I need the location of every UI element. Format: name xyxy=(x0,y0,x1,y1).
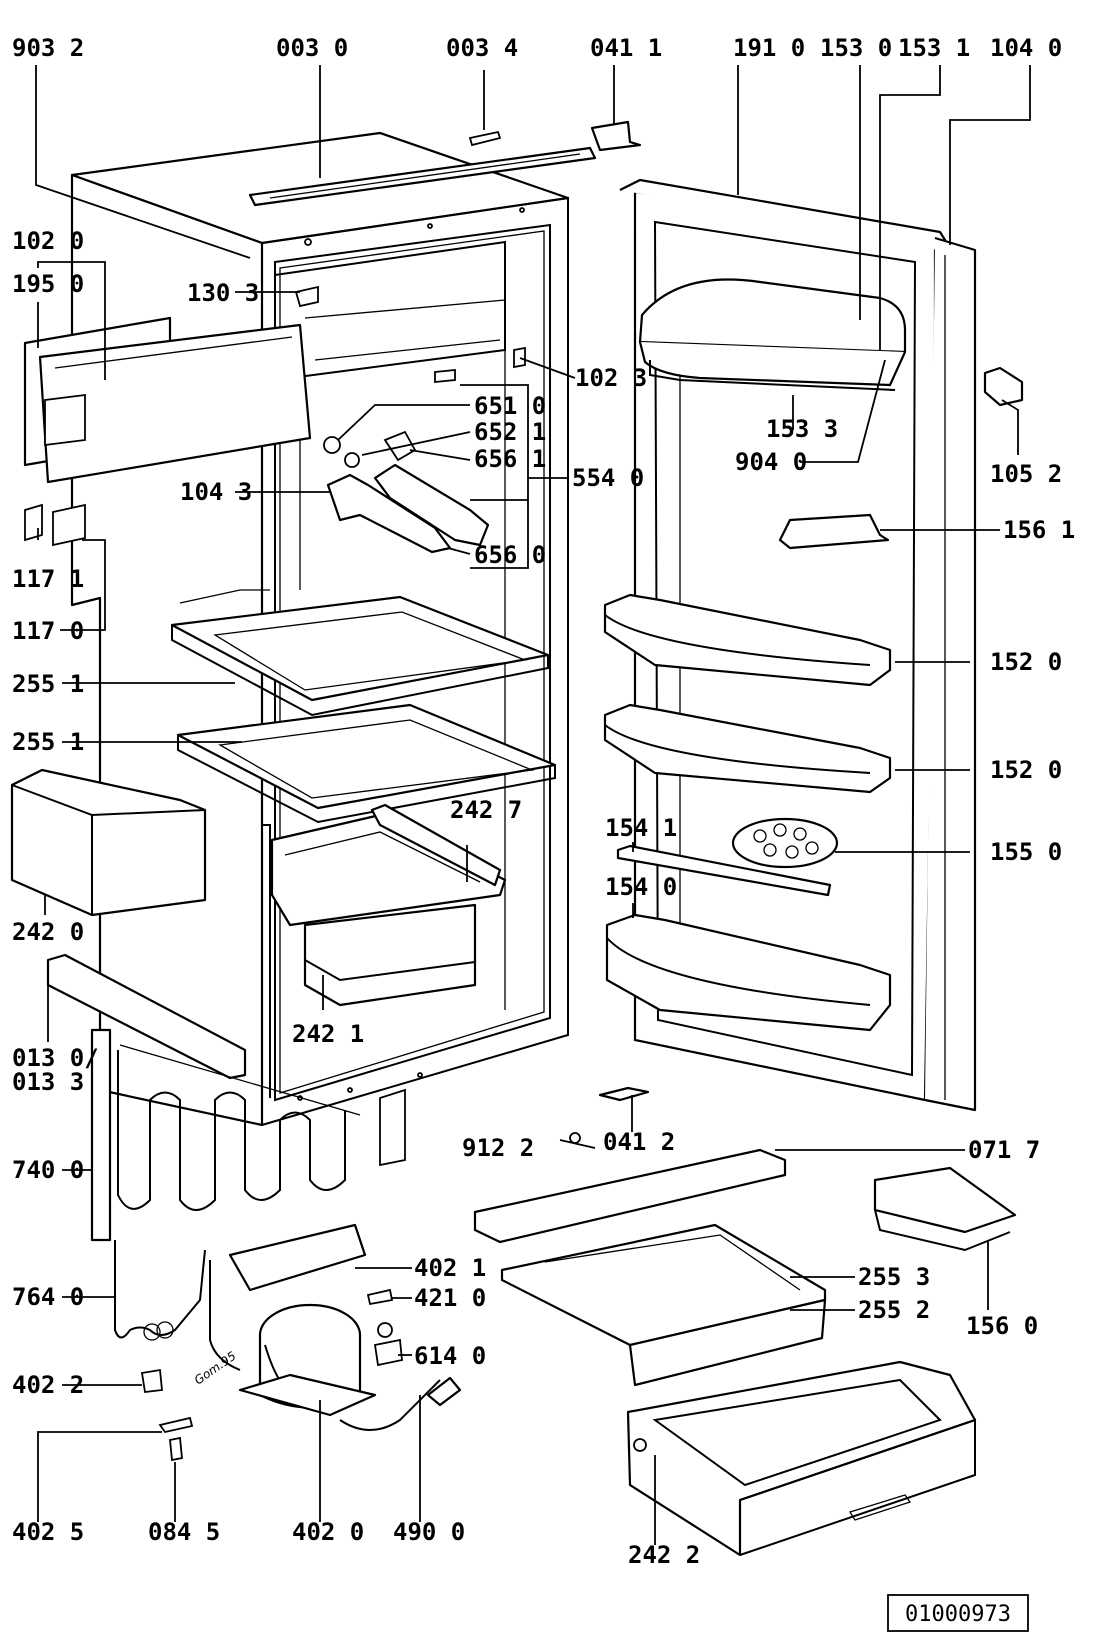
label-651-0: 651 0 xyxy=(474,392,546,420)
clip-foot xyxy=(158,1416,194,1434)
screw xyxy=(569,1132,581,1144)
label-104-3: 104 3 xyxy=(180,478,252,506)
butter-box xyxy=(778,513,890,550)
door-flap xyxy=(638,278,907,391)
drawing-number-box: 01000973 xyxy=(887,1594,1029,1632)
label-255-1-upper: 255 1 xyxy=(12,670,84,698)
foot xyxy=(140,1368,163,1393)
label-903-2: 903 2 xyxy=(12,34,84,62)
label-242-7: 242 7 xyxy=(450,796,522,824)
label-242-0: 242 0 xyxy=(12,918,84,946)
label-656-0: 656 0 xyxy=(474,541,546,569)
crisper-box xyxy=(10,768,207,917)
label-105-2: 105 2 xyxy=(990,460,1062,488)
label-490-0: 490 0 xyxy=(393,1518,465,1546)
label-554-0: 554 0 xyxy=(572,464,644,492)
label-614-0: 614 0 xyxy=(414,1342,486,1370)
label-154-0: 154 0 xyxy=(605,873,677,901)
crisper-cover xyxy=(270,803,507,927)
label-003-4: 003 4 xyxy=(446,34,518,62)
bottle-bar xyxy=(616,844,832,897)
drawing-number: 01000973 xyxy=(905,1602,1011,1627)
label-084-5: 084 5 xyxy=(148,1518,220,1546)
leader-lines xyxy=(35,65,1031,1545)
lower-hinge xyxy=(983,366,1024,407)
label-156-1: 156 1 xyxy=(1003,516,1075,544)
freezer-door xyxy=(23,316,312,484)
crisper-frame xyxy=(473,1148,827,1387)
ice-tray xyxy=(873,1166,1017,1252)
grommet xyxy=(377,1322,393,1338)
label-191-0: 191 0 xyxy=(733,34,805,62)
label-154-1: 154 1 xyxy=(605,814,677,842)
label-402-1: 402 1 xyxy=(414,1254,486,1282)
power-cord xyxy=(339,1379,441,1431)
relay-small xyxy=(366,1288,394,1306)
label-104-0: 104 0 xyxy=(990,34,1062,62)
starter-relay xyxy=(373,1338,403,1367)
label-242-1: 242 1 xyxy=(292,1020,364,1048)
label-153-0: 153 0 xyxy=(820,34,892,62)
label-255-2: 255 2 xyxy=(858,1296,930,1324)
clip xyxy=(468,130,502,147)
bottom-crisper xyxy=(626,1360,977,1557)
thermostat-parts xyxy=(323,430,490,554)
thermostat-capillary xyxy=(114,1240,206,1339)
door-bin-lower xyxy=(605,913,892,1032)
label-153-3: 153 3 xyxy=(766,415,838,443)
label-041-2: 041 2 xyxy=(603,1128,675,1156)
label-195-0: 195 0 xyxy=(12,270,84,298)
screw-foot xyxy=(169,1436,183,1462)
hinge-cover xyxy=(52,503,86,547)
lower-hinge-plate xyxy=(598,1086,650,1102)
label-255-1-lower: 255 1 xyxy=(12,728,84,756)
part-labels: 903 2 003 0 003 4 041 1 191 0 153 0 153 … xyxy=(12,34,1075,1569)
label-155-0: 155 0 xyxy=(990,838,1062,866)
door-bin-upper xyxy=(603,593,892,687)
label-764-0: 764 0 xyxy=(12,1283,84,1311)
glass-shelf-lower xyxy=(176,703,557,824)
label-117-0: 117 0 xyxy=(12,617,84,645)
egg-tray xyxy=(731,817,839,869)
compressor xyxy=(209,1223,377,1417)
top-hinge xyxy=(590,120,642,152)
label-013-0: 013 0/ xyxy=(12,1044,99,1072)
label-242-2: 242 2 xyxy=(628,1541,700,1569)
label-156-0: 156 0 xyxy=(966,1312,1038,1340)
label-041-1: 041 1 xyxy=(590,34,662,62)
label-102-3: 102 3 xyxy=(575,364,647,392)
label-117-1: 117 1 xyxy=(12,565,84,593)
label-153-1: 153 1 xyxy=(898,34,970,62)
label-656-1: 656 1 xyxy=(474,445,546,473)
label-130-3: 130 3 xyxy=(187,279,259,307)
label-402-2: 402 2 xyxy=(12,1371,84,1399)
label-102-0: 102 0 xyxy=(12,227,84,255)
label-904-0: 904 0 xyxy=(735,448,807,476)
door-bin-middle xyxy=(603,703,892,794)
label-255-3: 255 3 xyxy=(858,1263,930,1291)
label-652-1: 652 1 xyxy=(474,418,546,446)
label-402-5: 402 5 xyxy=(12,1518,84,1546)
label-152-0-upper: 152 0 xyxy=(990,648,1062,676)
label-912-2: 912 2 xyxy=(462,1134,534,1162)
hinge-small xyxy=(24,503,43,542)
label-152-0-lower: 152 0 xyxy=(990,756,1062,784)
label-003-0: 003 0 xyxy=(276,34,348,62)
label-421-0: 421 0 xyxy=(414,1284,486,1312)
label-740-0: 740 0 xyxy=(12,1156,84,1184)
label-071-7: 071 7 xyxy=(968,1136,1040,1164)
label-402-0: 402 0 xyxy=(292,1518,364,1546)
label-013-3: 013 3 xyxy=(12,1068,84,1096)
glass-shelf-upper xyxy=(170,595,550,717)
signature-text: Gom.95 xyxy=(192,1349,239,1388)
